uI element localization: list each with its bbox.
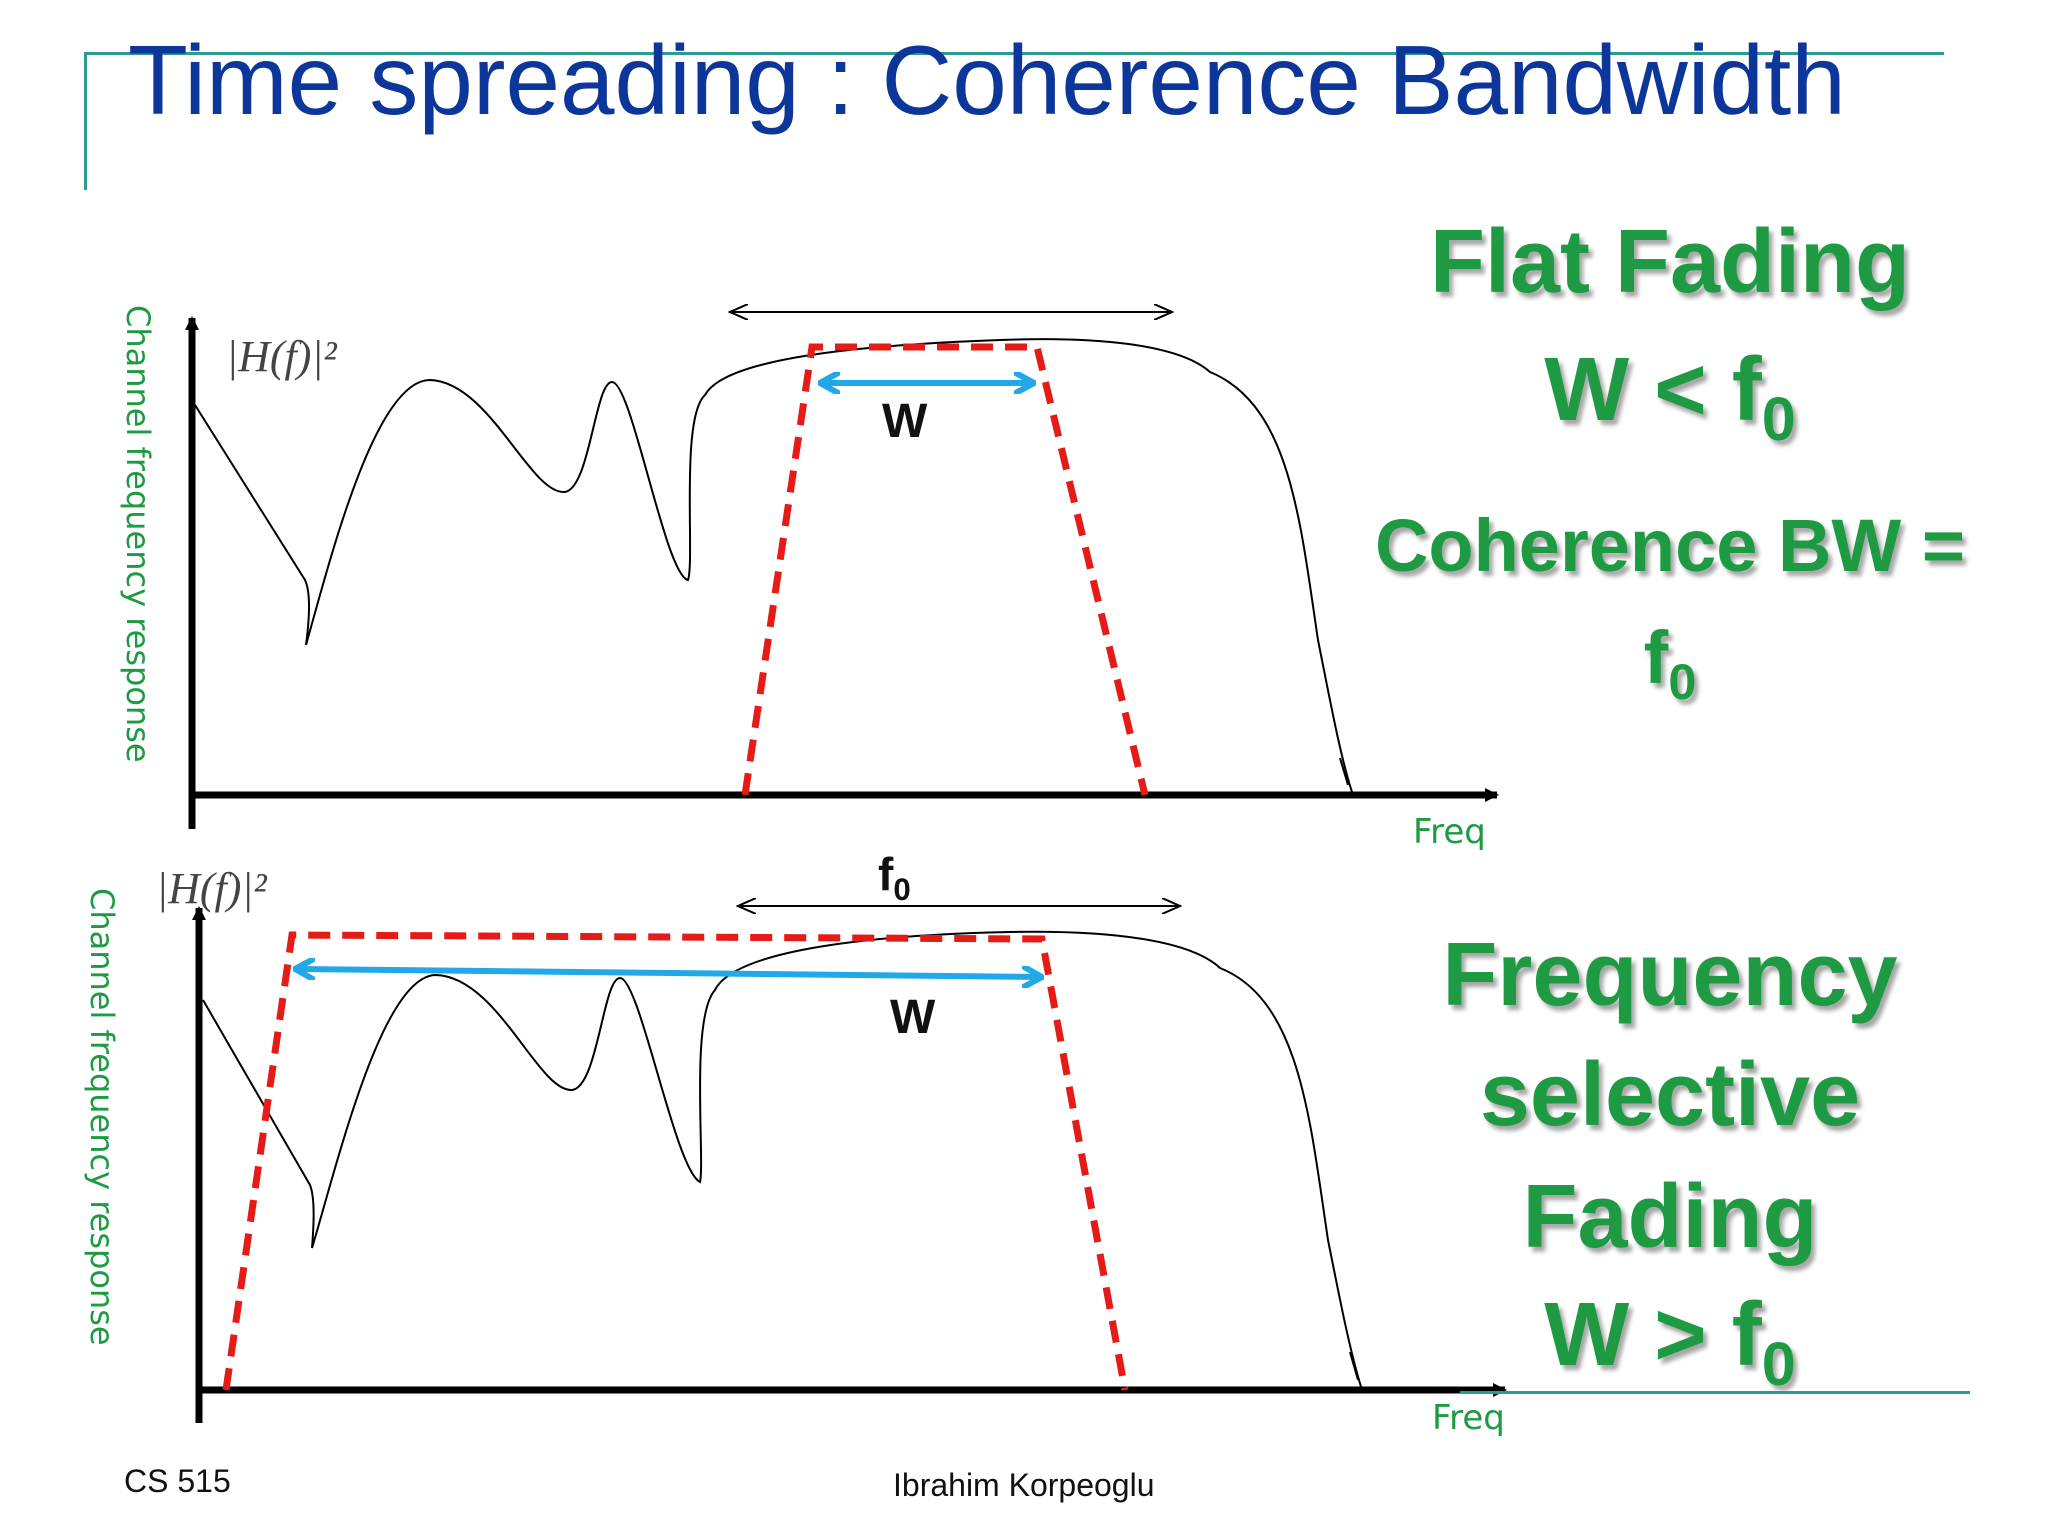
coherence-bw-subscript: 0 (1668, 653, 1697, 711)
f0-symbol: f (878, 848, 894, 900)
flat-fading-heading: Flat Fading (1430, 212, 1910, 312)
bottom-signal-width-arrow (297, 969, 1040, 977)
author-name: Ibrahim Korpeoglu (893, 1467, 1155, 1503)
selective-fading-heading-line2: selective (1479, 1045, 1861, 1145)
relation-subscript: 0 (1761, 384, 1796, 453)
coherence-bandwidth-label: f0 (878, 846, 911, 908)
bottom-x-axis-label: Freq (1432, 1398, 1505, 1438)
curve-tick-mark (1339, 757, 1349, 786)
bottom-panel (192, 906, 1507, 1423)
top-signal-spectrum (741, 343, 1149, 796)
relation-text: W < f (1544, 340, 1762, 440)
top-y-axis-label: Channel frequency response (119, 305, 157, 763)
coherence-bw-label: Coherence BW = (1374, 504, 1966, 587)
coherence-bw-symbol: f (1643, 616, 1669, 699)
relation-text: W > f (1544, 1285, 1762, 1385)
bottom-signal-spectrum (222, 931, 1129, 1391)
top-channel-response-curve (194, 338, 1353, 793)
curve-tick-mark (1349, 1351, 1359, 1381)
bottom-rule (1460, 1391, 1970, 1394)
flat-fading-relation: W < f0 (1340, 336, 2000, 453)
bottom-y-axis-label: Channel frequency response (83, 888, 121, 1346)
selective-fading-heading-line1: Frequency (1442, 925, 1898, 1025)
course-code: CS 515 (124, 1463, 231, 1499)
top-x-axis-label: Freq (1413, 812, 1486, 852)
coherence-bw-value: f0 (1340, 612, 2000, 712)
bottom-curve-label: |H(f)|² (156, 864, 267, 913)
slide-title: Time spreading : Coherence Bandwidth (128, 25, 1846, 135)
top-panel (185, 312, 1499, 829)
selective-fading-relation: W > f0 (1340, 1280, 2000, 1399)
top-curve-label: |H(f)|² (226, 332, 337, 381)
title-rule (84, 52, 1944, 55)
top-signal-width-label: W (882, 395, 928, 448)
f0-subscript: 0 (893, 872, 911, 907)
bottom-channel-response-curve (202, 930, 1363, 1391)
relation-subscript: 0 (1761, 1329, 1796, 1398)
title-rule-vertical (84, 52, 87, 190)
selective-fading-heading-line3: Fading (1522, 1167, 1818, 1267)
bottom-signal-width-label: W (890, 991, 936, 1044)
